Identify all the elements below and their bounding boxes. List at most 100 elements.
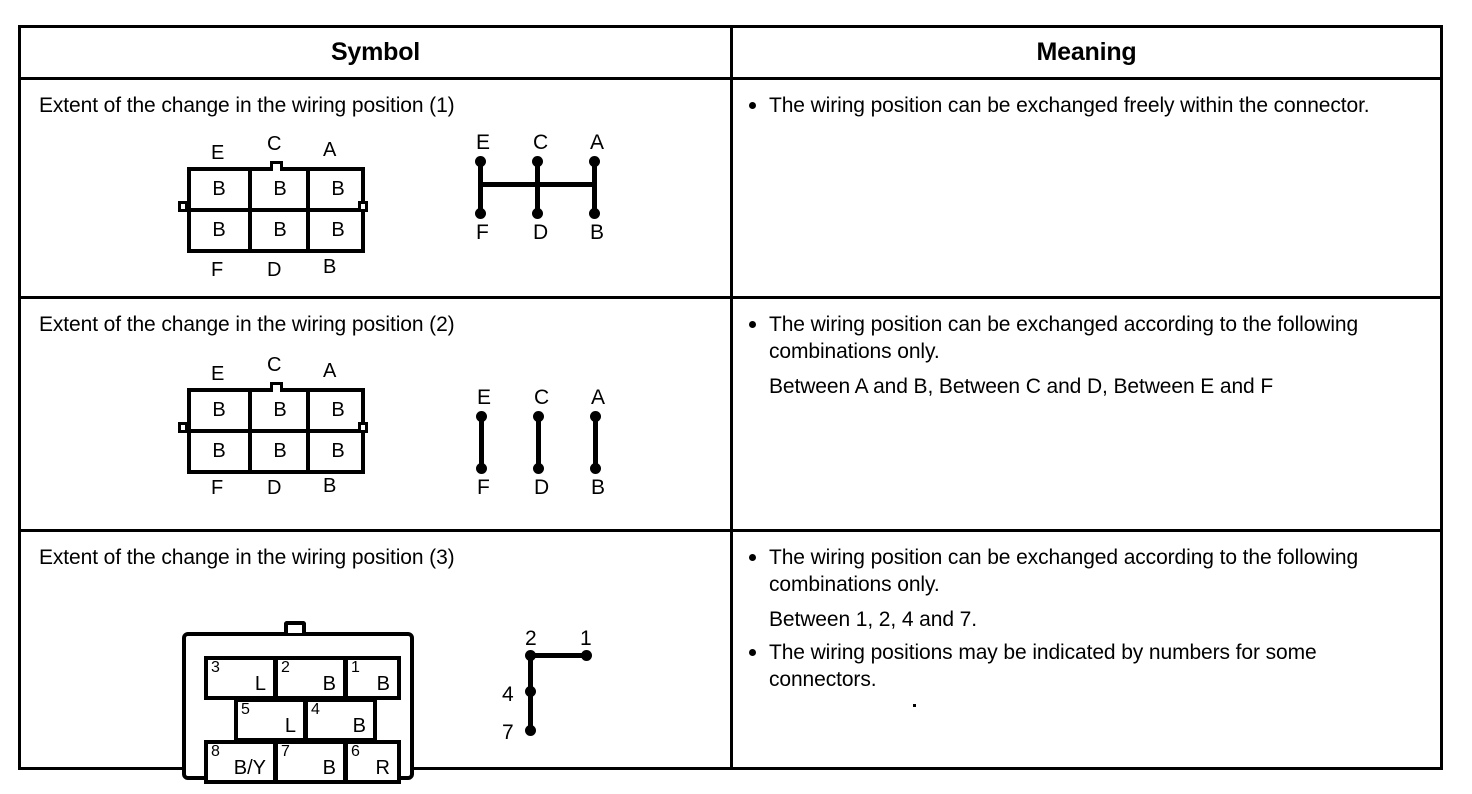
connector-numbered-3: 3 L 2 B 1 B 5 L (182, 621, 414, 784)
connector-right-tab-icon (358, 201, 368, 212)
symbol-label-3: Extent of the change in the wiring posit… (39, 546, 455, 569)
connector-grid-1: B B B B B B (187, 161, 365, 253)
symbol-cell-2: Extent of the change in the wiring posit… (19, 297, 733, 532)
pin-index: 8 (211, 743, 220, 760)
pin-cell: 2 B (274, 656, 347, 700)
bullet-item: The wiring positions may be indicated by… (749, 640, 1420, 693)
pin-index: 5 (241, 701, 250, 718)
grid-cell: B (273, 178, 287, 200)
node-line-vertical (535, 161, 540, 213)
connector-label-top: C (267, 133, 282, 155)
node-line-vertical (593, 416, 598, 468)
pin-value: B (376, 673, 390, 695)
pin-cell: 1 B (344, 656, 401, 700)
bullet-dot-icon (749, 545, 769, 561)
connector-top-tab-icon (284, 621, 306, 633)
node-dot (533, 463, 544, 474)
grid-cell: B (331, 178, 345, 200)
connector-label-top: E (211, 142, 225, 164)
meaning-cell-1: The wiring position can be exchanged fre… (731, 78, 1442, 299)
node-diagram-2: E C A F D B (459, 387, 639, 507)
pin-index: 4 (311, 701, 320, 718)
pin-cell: 8 B/Y (204, 740, 277, 784)
node-line-horizontal (528, 653, 584, 658)
grid-cell: B (212, 178, 226, 200)
scan-artifact-dot (913, 704, 916, 707)
symbol-cell-1: Extent of the change in the wiring posit… (19, 78, 733, 299)
node-line-vertical (592, 161, 597, 213)
bullet-text: The wiring position can be exchanged acc… (769, 313, 1359, 363)
node-dot (581, 650, 592, 661)
connector-label-top: A (323, 360, 337, 382)
pin-value: B (352, 715, 366, 737)
pin-value: B/Y (233, 757, 266, 779)
connector-label-bottom: B (323, 475, 337, 497)
grid-cell: B (331, 399, 345, 421)
node-label: B (590, 221, 605, 244)
node-label: 1 (580, 627, 592, 650)
bullet-text: The wiring position can be exchanged acc… (769, 546, 1359, 596)
node-label: D (534, 476, 550, 499)
bullet-item: The wiring position can be exchanged acc… (749, 545, 1420, 598)
table-row: Extent of the change in the wiring posit… (19, 297, 1442, 532)
node-dot (532, 208, 543, 219)
node-label: B (591, 476, 606, 499)
node-dot (475, 208, 486, 219)
bullet-item: The wiring position can be exchanged acc… (749, 312, 1420, 365)
node-dot (525, 686, 536, 697)
grid-cell: B (212, 440, 226, 462)
node-label: E (477, 386, 492, 409)
node-line-vertical (478, 161, 483, 213)
grid-cell: B (212, 399, 226, 421)
pin-cell: 7 B (274, 740, 347, 784)
pin-value: L (284, 715, 296, 737)
symbol-label-2: Extent of the change in the wiring posit… (39, 313, 455, 336)
grid-cell: B (273, 219, 287, 241)
connector-left-tab-icon (178, 422, 188, 433)
grid-cell: B (331, 219, 345, 241)
grid-cell: B (331, 440, 345, 462)
node-label: F (476, 221, 489, 244)
node-dot (525, 725, 536, 736)
node-diagram-3: 2 1 4 7 (499, 628, 639, 758)
bullet-dot-icon (749, 312, 769, 328)
pin-index: 2 (281, 659, 290, 676)
pin-value: B (322, 673, 336, 695)
node-diagram-1: E C A F D (453, 132, 633, 252)
node-label: E (476, 131, 491, 154)
pin-value: R (375, 757, 390, 779)
pin-cell: 6 R (344, 740, 401, 784)
symbol-label-1: Extent of the change in the wiring posit… (39, 94, 455, 117)
node-line-vertical (536, 416, 541, 468)
column-header-meaning: Meaning (731, 26, 1442, 80)
pin-value: L (254, 673, 266, 695)
bullet-item: The wiring position can be exchanged fre… (749, 93, 1420, 120)
connector-right-tab-icon (358, 422, 368, 433)
node-dot (589, 208, 600, 219)
node-label: D (533, 221, 549, 244)
node-label: A (590, 131, 605, 154)
bullet-dot-icon (749, 93, 769, 109)
pin-cell: 3 L (204, 656, 277, 700)
connector-label-top: C (267, 354, 282, 376)
connector-label-bottom: F (211, 259, 224, 281)
bullet-text: The wiring positions may be indicated by… (769, 640, 1317, 691)
column-header-symbol: Symbol (19, 26, 733, 80)
connector-label-bottom: B (323, 256, 337, 278)
symbol-meaning-table: Symbol Meaning Extent of the change in t… (18, 25, 1443, 784)
grid-cell: B (273, 399, 287, 421)
node-label: C (533, 131, 549, 154)
grid-divider-horizontal (191, 429, 361, 433)
meaning-cell-2: The wiring position can be exchanged acc… (731, 297, 1442, 532)
node-label: 7 (502, 721, 514, 744)
connector-top-tab-icon (270, 382, 283, 392)
connector-label-top: A (323, 139, 337, 161)
bullet-dot-icon (749, 640, 769, 656)
bullet-text: The wiring position can be exchanged fre… (769, 94, 1370, 117)
connector-label-bottom: D (267, 259, 282, 281)
connector-label-bottom: F (211, 477, 224, 499)
node-line-vertical (479, 416, 484, 468)
pin-value: B (322, 757, 336, 779)
connector-left-tab-icon (178, 201, 188, 212)
